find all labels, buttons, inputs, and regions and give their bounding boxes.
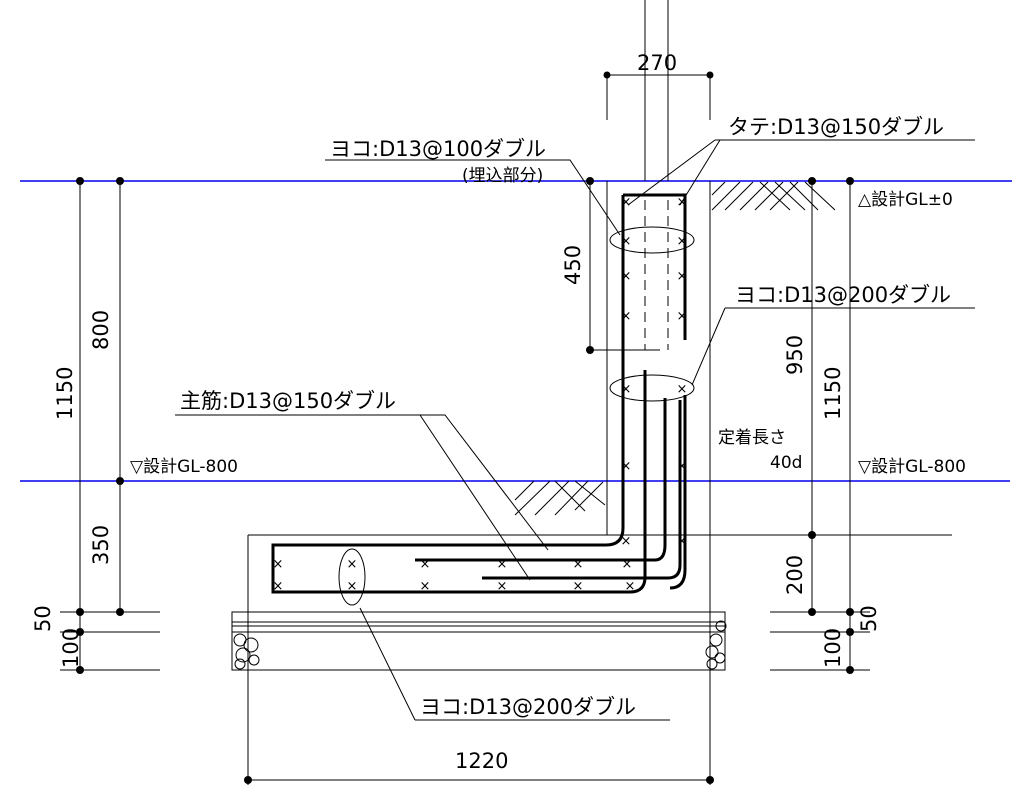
svg-text:×: × — [347, 557, 358, 572]
dim-1150-right: 1150 — [821, 367, 845, 420]
dim-100-right: 100 — [821, 628, 845, 668]
dim-50-right: 50 — [857, 605, 881, 632]
svg-text:×: × — [677, 459, 688, 474]
dim-100-left: 100 — [59, 628, 83, 668]
dimension-dots — [76, 71, 854, 784]
horizontal-embed-rebar-label: ヨコ:D13@100ダブル — [330, 137, 546, 161]
dim-50-left: 50 — [31, 605, 55, 632]
horizontal-footing-rebar-label: ヨコ:D13@200ダブル — [420, 695, 636, 719]
svg-text:×: × — [621, 195, 632, 210]
soil-hatch-icon — [514, 181, 836, 516]
gl-zero-label: △設計GL±0 — [858, 190, 953, 210]
dim-1220: 1220 — [455, 749, 508, 773]
leader-lines — [175, 139, 975, 721]
main-rebar-label: 主筋:D13@150ダブル — [180, 389, 396, 413]
dim-800: 800 — [89, 310, 113, 350]
anchor-length-value: 40d — [770, 453, 802, 473]
svg-text:×: × — [347, 579, 358, 594]
svg-text:×: × — [273, 557, 284, 572]
svg-text:×: × — [677, 309, 688, 324]
dim-1150-left: 1150 — [53, 367, 77, 420]
dimension-lines — [60, 74, 870, 781]
svg-text:×: × — [497, 557, 508, 572]
svg-text:×: × — [573, 557, 584, 572]
dim-200: 200 — [783, 555, 807, 595]
svg-text:×: × — [677, 269, 688, 284]
dim-350: 350 — [89, 525, 113, 565]
svg-text:×: × — [420, 579, 431, 594]
svg-text:×: × — [677, 382, 688, 397]
gravel-icon — [233, 620, 727, 670]
dim-450: 450 — [561, 245, 585, 285]
rebar: ×××××××××××××× ×××××××××××× — [271, 193, 695, 606]
gl-800-left-label: ▽設計GL-800 — [130, 457, 238, 477]
gl-800-right-label: ▽設計GL-800 — [858, 457, 966, 477]
svg-text:×: × — [621, 459, 632, 474]
svg-text:×: × — [497, 579, 508, 594]
svg-text:×: × — [573, 579, 584, 594]
svg-text:×: × — [621, 382, 632, 397]
dim-950: 950 — [783, 335, 807, 375]
svg-text:×: × — [621, 234, 632, 249]
vertical-rebar-label: タテ:D13@150ダブル — [728, 115, 944, 139]
dim-270: 270 — [637, 51, 677, 75]
horizontal-wall-rebar-label: ヨコ:D13@200ダブル — [735, 283, 951, 307]
svg-text:×: × — [621, 309, 632, 324]
svg-text:×: × — [621, 269, 632, 284]
svg-text:×: × — [420, 557, 431, 572]
svg-text:×: × — [622, 557, 633, 572]
wall-outline — [231, 0, 952, 785]
svg-text:×: × — [677, 534, 688, 549]
svg-text:×: × — [625, 579, 636, 594]
svg-text:×: × — [621, 534, 632, 549]
svg-text:×: × — [677, 234, 688, 249]
svg-text:×: × — [273, 579, 284, 594]
anchor-length-label: 定着長さ — [718, 428, 786, 448]
embed-note: (埋込部分) — [462, 166, 543, 186]
